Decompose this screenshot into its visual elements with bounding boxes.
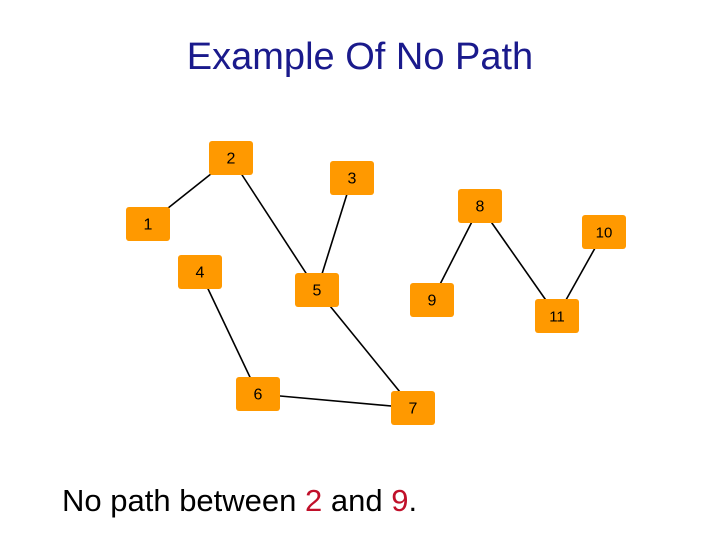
node-9-label: 9 <box>428 293 437 310</box>
caption-suffix: . <box>408 483 418 518</box>
node-7-box <box>391 391 435 425</box>
node-3-box <box>330 161 374 195</box>
edge-4-6 <box>199 271 259 395</box>
node-6: 6 <box>236 377 280 411</box>
node-5-label: 5 <box>313 283 322 300</box>
nodes-layer: 1 2 3 4 5 6 7 8 9 10 11 <box>126 141 626 425</box>
node-8-box <box>458 189 502 223</box>
node-1: 1 <box>126 207 170 241</box>
caption-node-a: 2 <box>305 483 323 518</box>
caption: No path between 2 and 9. <box>62 483 417 519</box>
node-10: 10 <box>582 215 626 249</box>
caption-prefix: No path between <box>62 483 306 518</box>
node-1-box <box>126 207 170 241</box>
node-10-box <box>582 215 626 249</box>
node-11: 11 <box>535 299 579 333</box>
node-4-label: 4 <box>196 265 205 282</box>
edge-3-5 <box>316 177 353 291</box>
caption-middle: and <box>322 483 392 518</box>
node-9: 9 <box>410 283 454 317</box>
slide-title: Example Of No Path <box>186 36 534 78</box>
caption-node-b: 9 <box>391 483 409 518</box>
node-2-box <box>209 141 253 175</box>
edge-5-7 <box>316 289 414 409</box>
node-4-box <box>178 255 222 289</box>
node-11-label: 11 <box>549 309 565 326</box>
node-1-label: 1 <box>144 217 153 234</box>
node-3-label: 3 <box>348 171 357 188</box>
node-6-label: 6 <box>254 387 263 404</box>
node-10-label: 10 <box>596 225 613 242</box>
node-7: 7 <box>391 391 435 425</box>
node-11-box <box>535 299 579 333</box>
node-2: 2 <box>209 141 253 175</box>
node-9-box <box>410 283 454 317</box>
node-3: 3 <box>330 161 374 195</box>
node-5: 5 <box>295 273 339 307</box>
node-7-label: 7 <box>409 401 418 418</box>
edge-6-7 <box>257 393 414 409</box>
node-8-label: 8 <box>476 199 485 216</box>
edge-8-11 <box>479 205 558 317</box>
node-8: 8 <box>458 189 502 223</box>
node-6-box <box>236 377 280 411</box>
node-4: 4 <box>178 255 222 289</box>
node-5-box <box>295 273 339 307</box>
node-2-label: 2 <box>227 151 236 168</box>
edge-2-5 <box>230 157 318 291</box>
